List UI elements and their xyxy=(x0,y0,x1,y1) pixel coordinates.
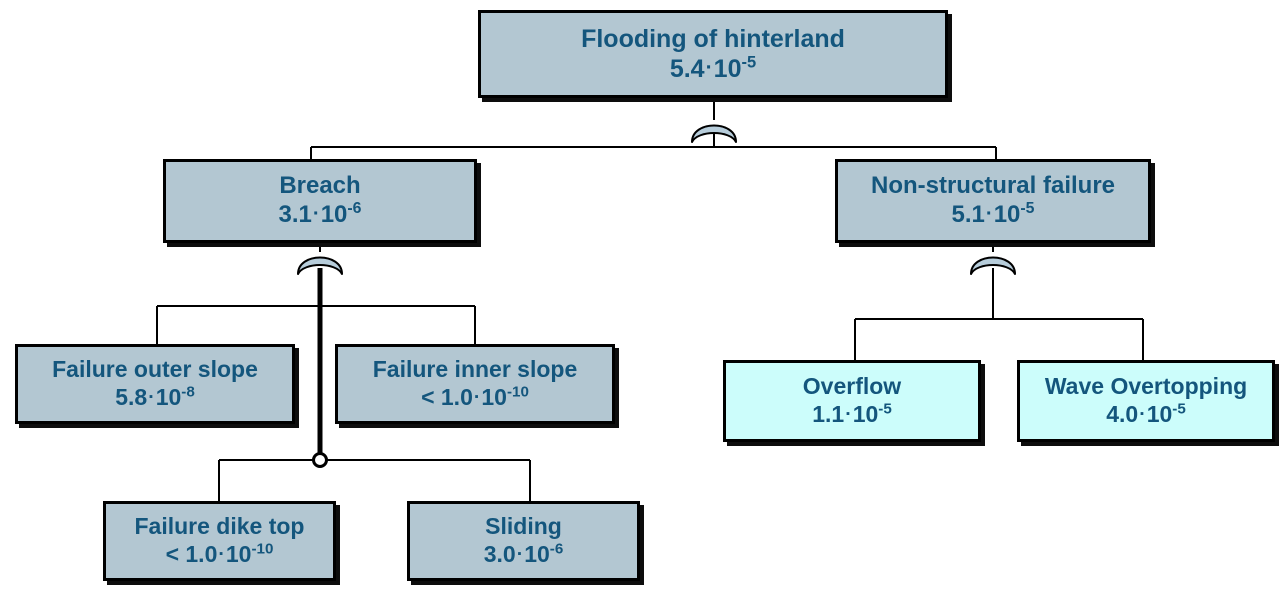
node-non-structural-failure[interactable]: Non-structural failure 5.1·10-5 xyxy=(835,159,1151,243)
node-wave-overtopping[interactable]: Wave Overtopping 4.0·10-5 xyxy=(1017,360,1275,442)
node-label: Non-structural failure xyxy=(870,172,1116,200)
junction-node-breach[interactable] xyxy=(312,452,328,468)
node-value: 1.1·10-5 xyxy=(812,400,892,427)
node-value: 5.4·10-5 xyxy=(669,53,757,83)
node-failure-inner-slope[interactable]: Failure inner slope < 1.0·10-10 xyxy=(335,344,615,424)
node-value: 3.0·10-6 xyxy=(483,540,564,567)
node-label: Wave Overtopping xyxy=(1044,373,1248,400)
node-value: < 1.0·10-10 xyxy=(165,540,274,567)
node-label: Failure inner slope xyxy=(372,356,578,383)
node-value: 5.8·10-8 xyxy=(115,383,195,410)
node-label: Failure outer slope xyxy=(52,356,258,383)
node-label: Failure dike top xyxy=(134,513,305,540)
or-gate-non-structural-failure[interactable] xyxy=(965,244,1021,278)
node-value: 5.1·10-5 xyxy=(951,200,1035,228)
node-label: Overflow xyxy=(802,373,902,400)
node-value: 3.1·10-6 xyxy=(278,200,362,228)
or-gate-breach[interactable] xyxy=(292,244,348,278)
node-flooding-of-hinterland[interactable]: Flooding of hinterland 5.4·10-5 xyxy=(478,10,948,98)
node-failure-outer-slope[interactable]: Failure outer slope 5.8·10-8 xyxy=(15,344,295,424)
node-overflow[interactable]: Overflow 1.1·10-5 xyxy=(723,360,981,442)
node-value: 4.0·10-5 xyxy=(1106,400,1186,427)
node-failure-dike-top[interactable]: Failure dike top < 1.0·10-10 xyxy=(103,501,336,581)
node-label: Flooding of hinterland xyxy=(581,25,845,53)
node-label: Breach xyxy=(279,172,361,200)
node-breach[interactable]: Breach 3.1·10-6 xyxy=(163,159,477,243)
node-label: Sliding xyxy=(485,513,562,540)
or-gate-root[interactable] xyxy=(686,112,742,146)
node-value: < 1.0·10-10 xyxy=(421,383,529,410)
node-sliding[interactable]: Sliding 3.0·10-6 xyxy=(407,501,640,581)
